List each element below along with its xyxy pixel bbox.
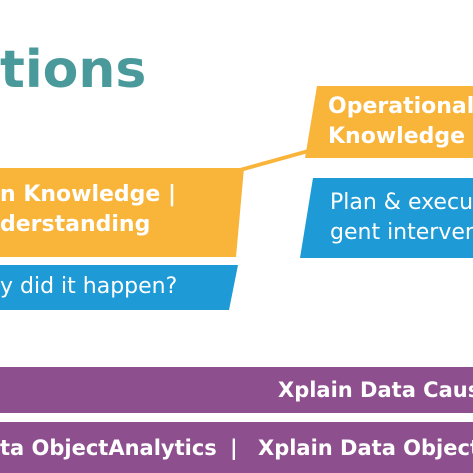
object-analytics-label: ta ObjectAnalytics [0,436,217,460]
plan-line1: Plan & execu [330,190,473,215]
connector-line [240,148,312,172]
bar-separator: | [230,436,238,460]
question-text: y did it happen? [0,274,178,299]
object-analytics-bar [0,422,473,473]
object-right-label: Xplain Data Object [258,436,473,460]
causal-bar [0,367,473,413]
operational-line1: Operationali [328,94,473,119]
causal-bar-label: Xplain Data Causa [278,378,473,402]
plan-box [300,178,473,258]
operational-box [305,86,473,158]
slide-title: tions [0,40,147,100]
knowledge-line1: n Knowledge | [0,182,177,207]
knowledge-line2: derstanding [0,212,151,237]
question-box [0,265,238,310]
plan-line2: gent interven [330,220,473,245]
operational-line2: Knowledge [328,124,466,149]
knowledge-box [0,168,244,257]
